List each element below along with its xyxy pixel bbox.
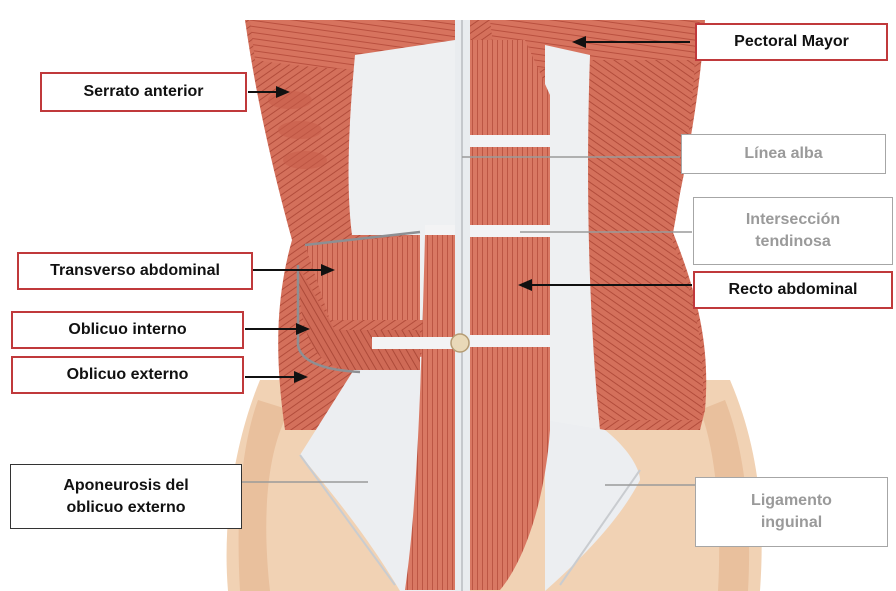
label-text-line2: tendinosa bbox=[755, 231, 831, 253]
label-oblicuo-interno: Oblicuo interno bbox=[11, 311, 244, 349]
umbilicus bbox=[451, 334, 469, 352]
label-text: Oblicuo externo bbox=[67, 364, 189, 386]
label-ligamento-inguinal: Ligamento inguinal bbox=[695, 477, 888, 547]
label-oblicuo-externo: Oblicuo externo bbox=[11, 356, 244, 394]
label-text-line1: Intersección bbox=[746, 209, 840, 231]
label-text-line2: inguinal bbox=[761, 512, 822, 534]
label-interseccion-tendinosa: Intersección tendinosa bbox=[693, 197, 893, 265]
label-serrato-anterior: Serrato anterior bbox=[40, 72, 247, 112]
label-text: Línea alba bbox=[744, 143, 822, 165]
label-recto-abdominal: Recto abdominal bbox=[693, 271, 893, 309]
label-linea-alba: Línea alba bbox=[681, 134, 886, 174]
label-text-line2: oblicuo externo bbox=[66, 497, 185, 519]
label-text: Transverso abdominal bbox=[50, 260, 220, 282]
label-aponeurosis-oblicuo-externo: Aponeurosis del oblicuo externo bbox=[10, 464, 242, 529]
label-pectoral-mayor: Pectoral Mayor bbox=[695, 23, 888, 61]
label-text: Oblicuo interno bbox=[68, 319, 186, 341]
label-text-line1: Ligamento bbox=[751, 490, 832, 512]
label-text: Recto abdominal bbox=[729, 279, 858, 301]
label-text-line1: Aponeurosis del bbox=[63, 475, 188, 497]
label-text: Serrato anterior bbox=[83, 81, 203, 103]
label-transverso-abdominal: Transverso abdominal bbox=[17, 252, 253, 290]
label-text: Pectoral Mayor bbox=[734, 31, 849, 53]
